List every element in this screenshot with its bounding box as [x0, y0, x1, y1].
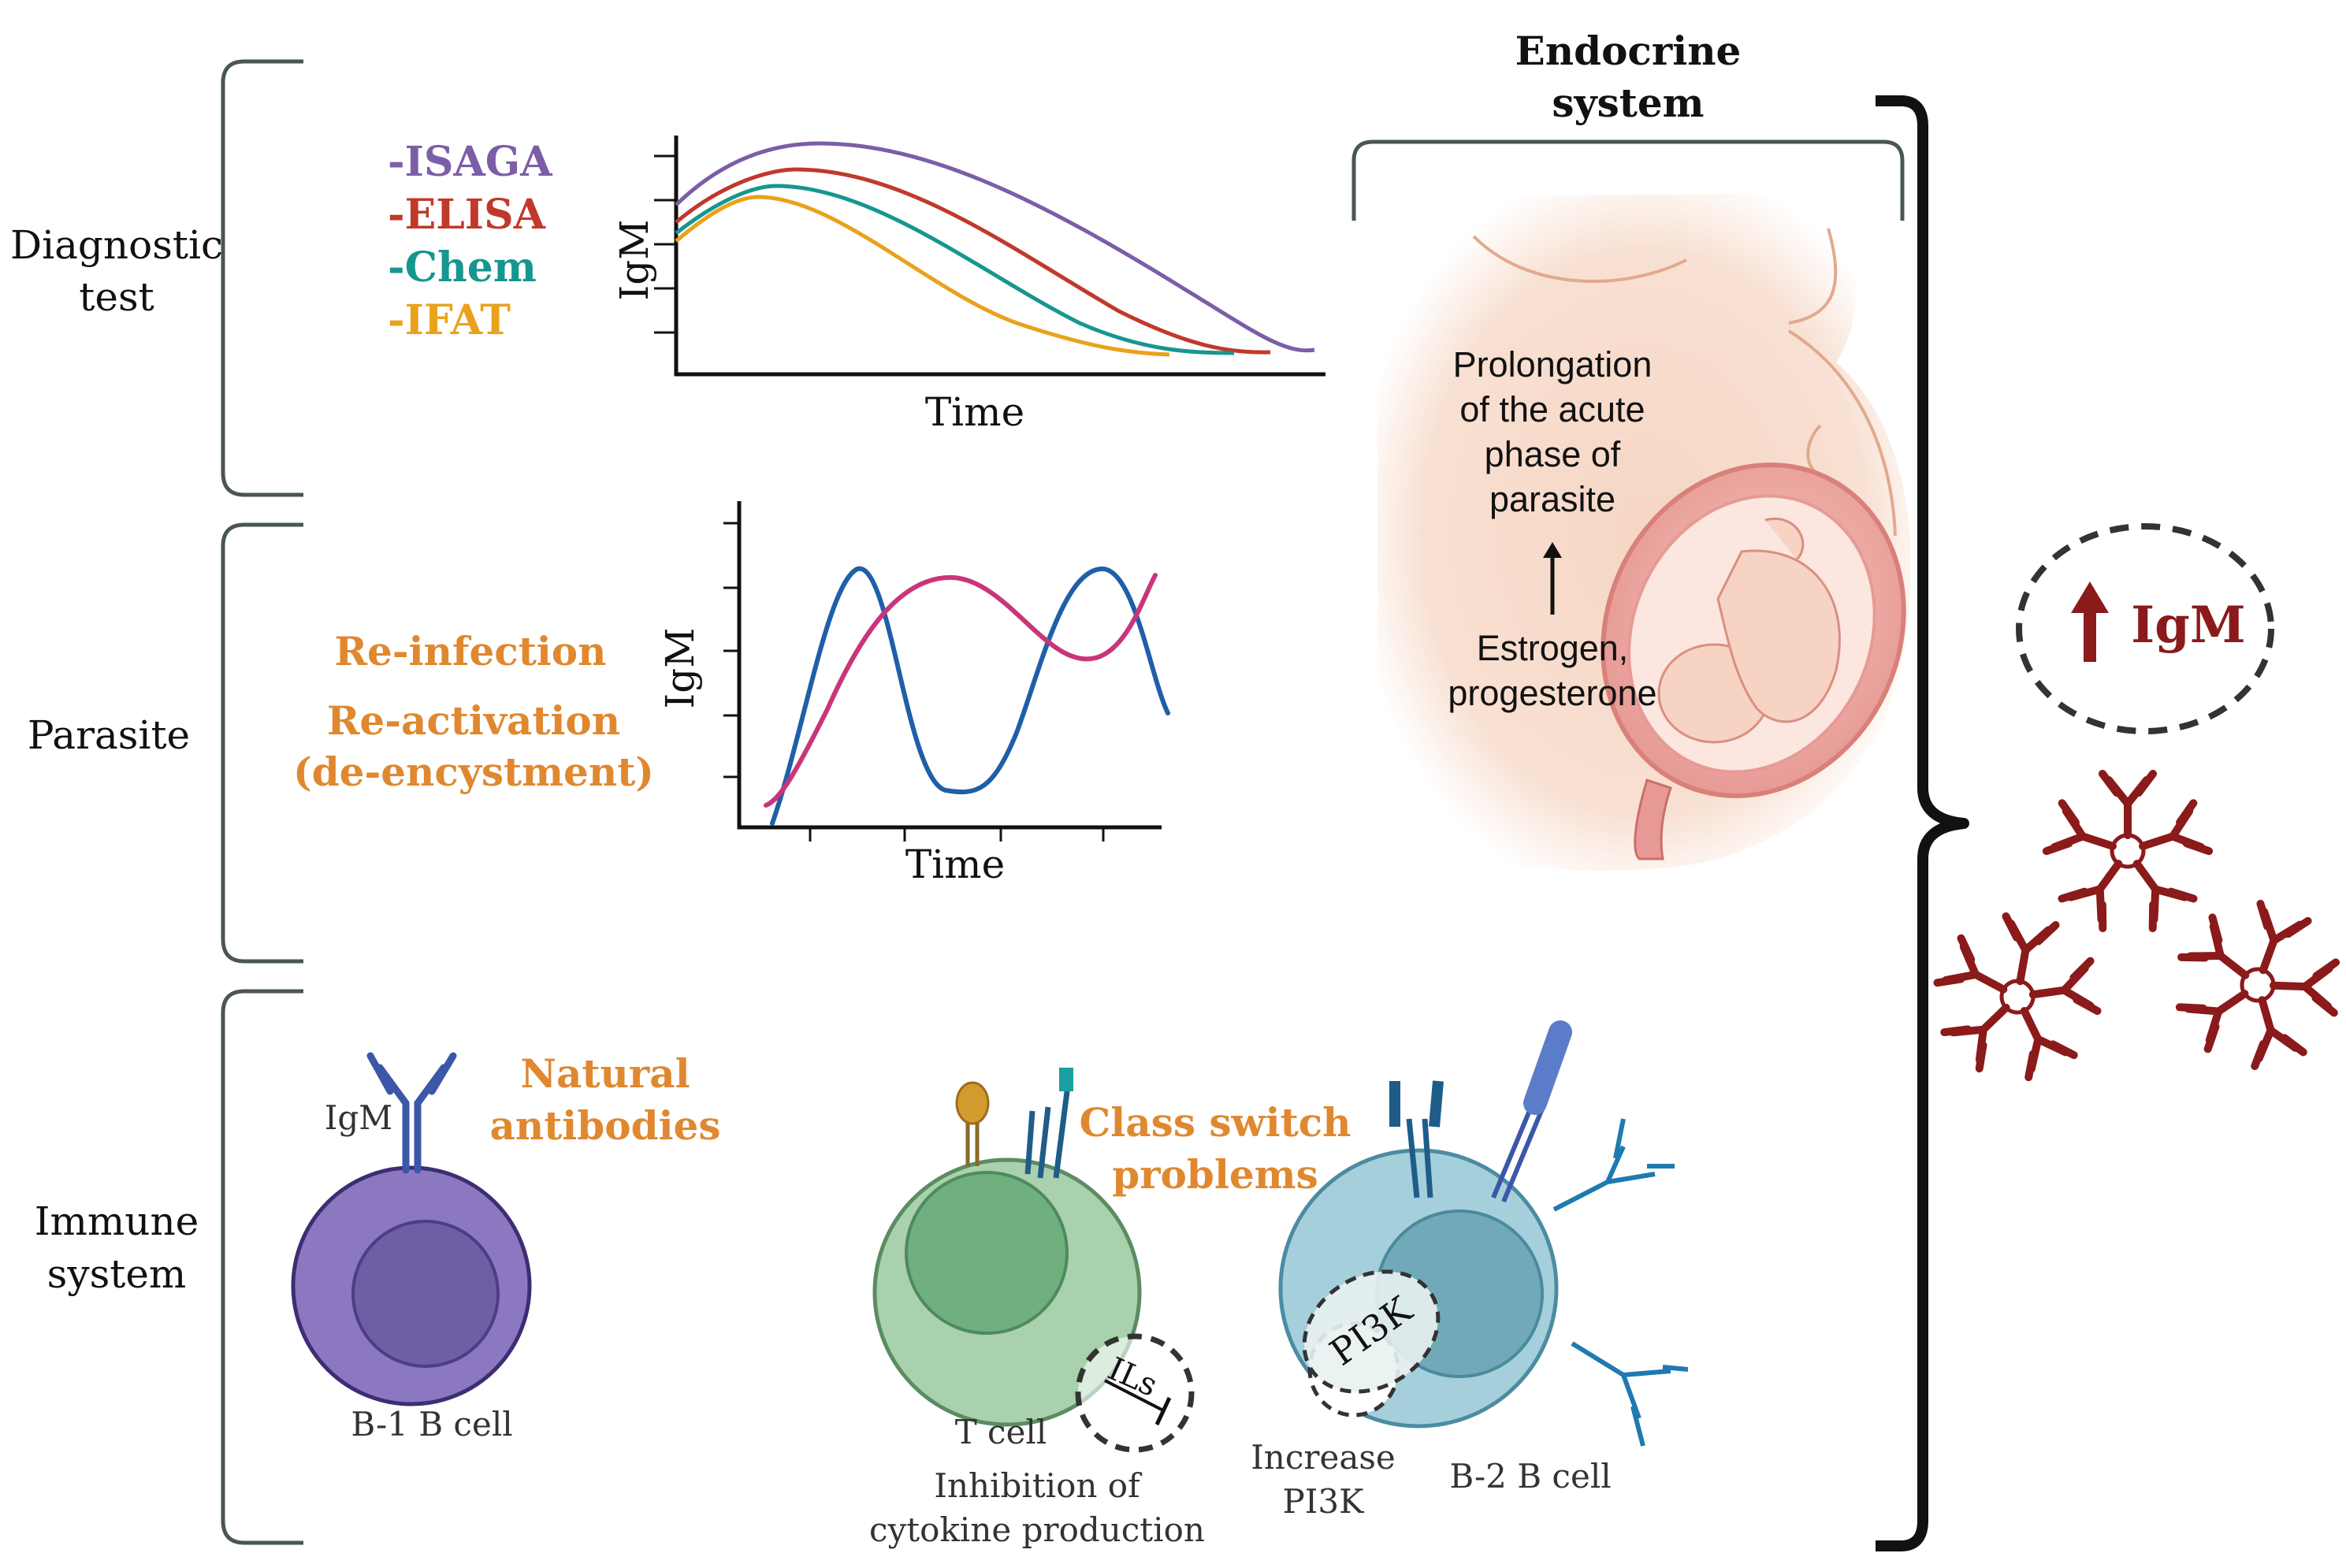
bracket-parasite — [221, 522, 303, 964]
section-label-immune-2: system — [47, 1251, 187, 1297]
inhibition-1: Inhibition of — [934, 1466, 1143, 1505]
chart1-xlabel: Time — [925, 389, 1024, 435]
chart2-ticks — [723, 522, 1105, 842]
chart2-xlabel: Time — [905, 842, 1005, 887]
result-igm-label: IgM — [2131, 596, 2246, 655]
section-label-diagnostic-2: test — [79, 274, 154, 320]
label-reactivation: Re-activation — [327, 697, 620, 744]
legend-isaga: -ISAGA — [388, 138, 552, 186]
bracket-diagnostic — [221, 59, 303, 497]
chart1-ylabel: IgM — [612, 220, 657, 301]
section-label-parasite: Parasite — [28, 712, 190, 758]
b1-b-cell — [291, 1165, 532, 1406]
curve-isaga — [675, 141, 1315, 353]
tcell-receptor-icon — [955, 1068, 1073, 1179]
pregnant-body-illustration — [1377, 193, 1912, 871]
result-igm-circle: IgM — [2016, 523, 2274, 734]
curve-pink — [764, 573, 1158, 808]
ils-inhibition-circle: ILs — [1075, 1333, 1195, 1453]
tcell-label: T cell — [955, 1413, 1047, 1451]
t-cell — [872, 1157, 1142, 1427]
increase-pi3k-1: Increase — [1251, 1438, 1396, 1477]
chart2-axes — [737, 501, 1162, 830]
legend-chem: -Chem — [388, 243, 537, 292]
b2-label: B-2 B cell — [1449, 1457, 1611, 1496]
curve-blue — [770, 566, 1170, 826]
label-reinfection: Re-infection — [334, 628, 606, 674]
inhibition-2: cytokine production — [869, 1510, 1205, 1549]
curve-chem — [675, 184, 1235, 355]
natural-antibodies-1: Natural — [520, 1050, 690, 1097]
curve-ifat — [675, 195, 1170, 357]
igm-antibody-icon — [366, 1052, 457, 1174]
igm-pentamer-1 — [2047, 774, 2209, 928]
prolong-line-1: Prolongation — [1453, 344, 1653, 385]
b1-igm-label: IgM — [325, 1098, 392, 1137]
hormone-line-2: progesterone — [1448, 673, 1656, 713]
curve-elisa — [675, 167, 1271, 355]
class-switch-2: problems — [1112, 1151, 1318, 1198]
igm-pentamer-2 — [1937, 916, 2097, 1077]
igm-pentamer-3 — [2180, 904, 2336, 1066]
fetus-body — [1716, 549, 1841, 723]
prolong-line-4: parasite — [1489, 479, 1615, 519]
increase-arrow-icon — [2071, 581, 2109, 662]
section-label-immune-1: Immune — [35, 1198, 199, 1244]
b1-label: B-1 B cell — [351, 1405, 512, 1444]
arrow-up-icon — [1543, 542, 1562, 615]
prolong-line-3: phase of — [1485, 434, 1621, 474]
endocrine-title-2: system — [1552, 80, 1704, 126]
chart-parasite: IgM Time — [657, 501, 1170, 887]
legend-elisa: -ELISA — [388, 191, 546, 239]
chart-diagnostic: IgM Time — [612, 136, 1325, 435]
natural-antibodies-2: antibodies — [489, 1102, 720, 1149]
label-deencystment: (de-encystment) — [293, 749, 654, 795]
chart2-ylabel: IgM — [657, 628, 703, 709]
chart1-ticks — [654, 154, 676, 334]
birth-canal — [1634, 778, 1672, 860]
endocrine-bracket — [1351, 139, 1905, 221]
increase-pi3k-2: PI3K — [1283, 1482, 1366, 1521]
endocrine-title-1: Endocrine — [1515, 28, 1742, 74]
legend-ifat: -IFAT — [388, 296, 511, 344]
bracket-immune — [221, 989, 303, 1545]
bcell-receptor-icon — [1389, 1020, 1689, 1447]
prolong-line-2: of the acute — [1459, 389, 1645, 429]
section-label-diagnostic-1: Diagnostic — [10, 222, 223, 268]
pi3k-bubble: PI3K — [1302, 1269, 1441, 1418]
class-switch-1: Class switch — [1080, 1099, 1351, 1146]
chart1-axes — [674, 136, 1325, 377]
hormone-line-1: Estrogen, — [1477, 628, 1629, 668]
summary-brace — [1876, 95, 1969, 1551]
